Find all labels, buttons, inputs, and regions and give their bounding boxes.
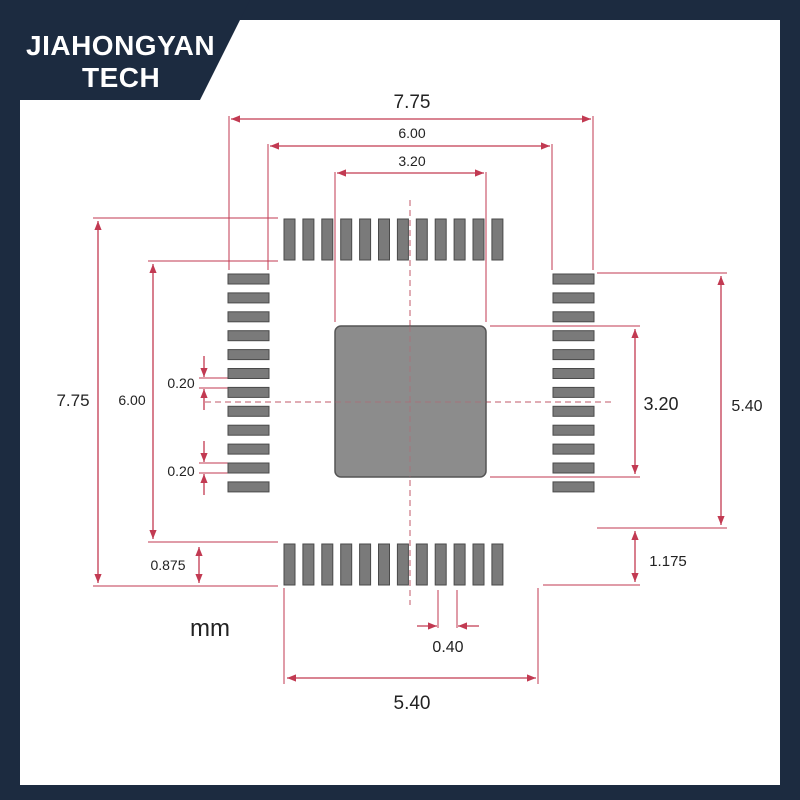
label-left-inner: 6.00 — [118, 392, 145, 408]
pad-bottom-3 — [321, 543, 334, 586]
pad-left-5 — [227, 349, 270, 361]
pad-left-2 — [227, 292, 270, 304]
pad-left-11 — [227, 462, 270, 474]
pad-right-6 — [552, 368, 595, 379]
pad-left-12 — [227, 481, 270, 493]
pad-right-2 — [552, 292, 595, 304]
extension-lines — [93, 116, 727, 684]
brand-logo: JIAHONGYAN TECH — [0, 0, 250, 100]
pad-right-4 — [552, 330, 595, 342]
pad-bottom-8 — [415, 543, 428, 586]
pad-left-9 — [227, 424, 270, 436]
pad-top-12 — [491, 218, 504, 261]
pad-right-11 — [552, 462, 595, 474]
label-pitch: 0.40 — [432, 639, 463, 656]
pad-top-2 — [302, 218, 315, 261]
pad-bottom-12 — [491, 543, 504, 586]
pad-bottom-1 — [283, 543, 296, 586]
pad-top-5 — [359, 218, 372, 261]
label-left-outer: 7.75 — [56, 391, 89, 410]
pad-bottom-7 — [396, 543, 409, 586]
pad-left-7 — [227, 386, 270, 398]
pad-top-9 — [434, 218, 447, 261]
label-top-middle: 6.00 — [398, 125, 425, 141]
pad-right-9 — [552, 424, 595, 436]
pad-left-1 — [227, 273, 270, 285]
brand-name: JIAHONGYAN — [26, 30, 216, 61]
pad-right-5 — [552, 349, 595, 361]
pad-array — [227, 218, 595, 586]
units-label: mm — [190, 615, 230, 642]
label-pad-width-upper: 0.20 — [167, 375, 194, 391]
pad-bottom-5 — [359, 543, 372, 586]
pad-top-11 — [472, 218, 485, 261]
label-pad-width-lower: 0.20 — [167, 463, 194, 479]
pad-left-4 — [227, 330, 270, 342]
pad-right-8 — [552, 405, 595, 417]
pad-right-1 — [552, 273, 595, 285]
pad-right-3 — [552, 311, 595, 323]
pad-right-12 — [552, 481, 595, 493]
pad-bottom-4 — [340, 543, 353, 586]
pad-top-7 — [396, 218, 409, 261]
centerline-overlay — [335, 326, 486, 477]
pad-top-8 — [415, 218, 428, 261]
label-top-outer: 7.75 — [394, 92, 431, 113]
label-pad-length-right: 1.175 — [649, 553, 687, 570]
pad-bottom-6 — [378, 543, 390, 586]
pad-right-10 — [552, 443, 595, 455]
pad-right-7 — [552, 386, 595, 398]
pad-left-8 — [227, 405, 270, 417]
pad-top-6 — [378, 218, 390, 261]
pad-top-3 — [321, 218, 334, 261]
pad-bottom-11 — [472, 543, 485, 586]
pad-top-1 — [283, 218, 296, 261]
dimension-lines — [94, 115, 725, 682]
pad-left-3 — [227, 311, 270, 323]
pad-bottom-2 — [302, 543, 315, 586]
pad-top-10 — [453, 218, 466, 261]
pad-left-10 — [227, 443, 270, 455]
pad-left-6 — [227, 368, 270, 379]
label-bottom-span: 5.40 — [394, 693, 431, 714]
pad-bottom-10 — [453, 543, 466, 586]
brand-subtitle: TECH — [82, 62, 161, 93]
label-thermal-pad-right: 3.20 — [643, 394, 678, 414]
thermal-pad — [334, 325, 487, 478]
dimension-labels: 7.75 6.00 3.20 7.75 6.00 0.20 0.20 0.875… — [56, 92, 762, 714]
label-pad-length-left: 0.875 — [150, 557, 185, 573]
label-top-inner: 3.20 — [398, 153, 425, 169]
pad-bottom-9 — [434, 543, 447, 586]
label-right-outer: 5.40 — [731, 398, 762, 415]
pad-top-4 — [340, 218, 353, 261]
